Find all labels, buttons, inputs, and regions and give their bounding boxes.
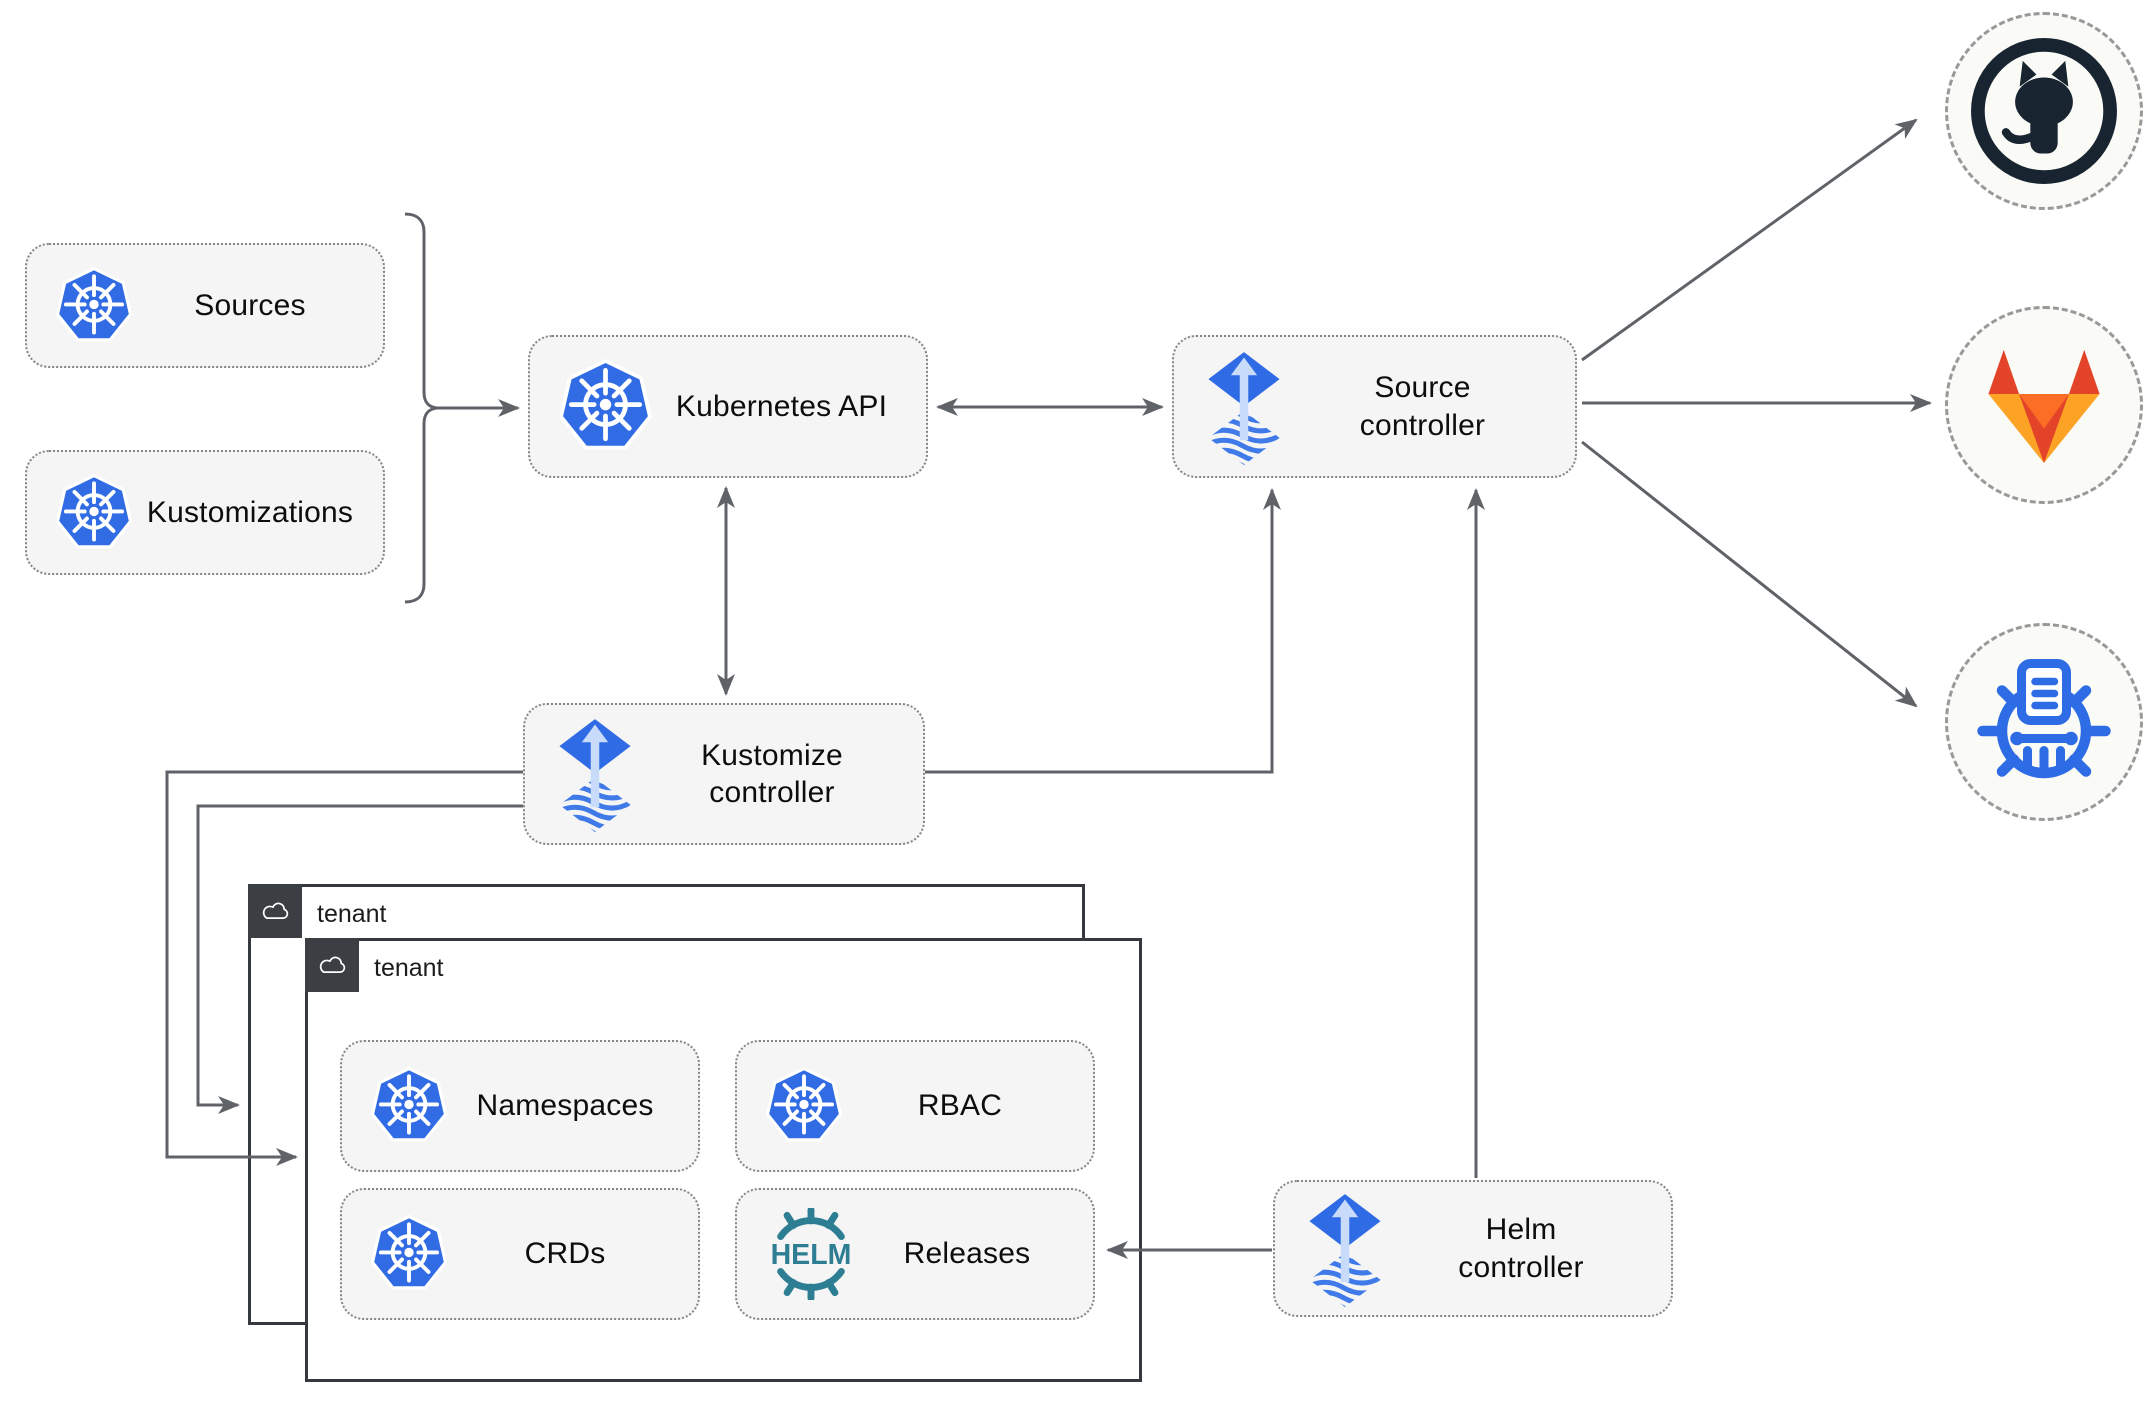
gitlab-fox-icon — [1975, 344, 2113, 467]
kubernetes-icon — [370, 1067, 448, 1145]
crds-node: CRDs — [340, 1188, 700, 1320]
cloud-icon — [258, 899, 292, 923]
kubernetes-icon — [55, 474, 133, 552]
github-remote — [1945, 12, 2143, 210]
releases-label: Releases — [903, 1237, 1031, 1271]
kustomizations-label: Kustomizations — [146, 495, 354, 529]
kubernetes-icon — [765, 1067, 843, 1145]
kustomize-controller-node: Kustomize controller — [523, 703, 925, 845]
kubernetes-icon — [370, 1215, 448, 1293]
rbac-label: RBAC — [917, 1089, 1003, 1123]
registry-remote — [1945, 623, 2143, 821]
kubernetes-api-label: Kubernetes API — [675, 389, 888, 423]
releases-node: Releases — [735, 1188, 1095, 1320]
kubernetes-api-node: Kubernetes API — [528, 335, 928, 478]
tenant-outer-header — [248, 884, 302, 938]
kustomize-controller-label: Kustomize controller — [701, 738, 843, 810]
bracket-sources-kustomizations — [404, 212, 438, 604]
arrow-source-to-registry — [1581, 440, 1918, 708]
source-controller-label: Source controller — [1359, 371, 1486, 442]
crds-label: CRDs — [524, 1237, 606, 1271]
tenant-inner-header — [305, 938, 359, 992]
namespaces-node: Namespaces — [340, 1040, 700, 1172]
helm-controller-node: Helm controller — [1273, 1180, 1673, 1317]
arrow-source-to-github — [1581, 118, 1918, 362]
helm-controller-label: Helm controller — [1458, 1213, 1584, 1284]
tenant-inner-label: tenant — [374, 954, 444, 982]
flux-icon — [1202, 349, 1286, 465]
gitlab-remote — [1945, 306, 2143, 504]
cloud-icon — [315, 953, 349, 977]
github-octocat-icon — [1968, 35, 2120, 187]
sources-label: Sources — [194, 288, 306, 322]
helm-icon — [765, 1208, 857, 1300]
kubernetes-icon — [558, 359, 653, 454]
kubernetes-icon — [55, 267, 133, 345]
sources-node: Sources — [25, 243, 385, 368]
namespaces-label: Namespaces — [476, 1089, 654, 1123]
rbac-node: RBAC — [735, 1040, 1095, 1172]
kustomizations-node: Kustomizations — [25, 450, 385, 575]
tenant-outer-label: tenant — [317, 900, 387, 928]
artifact-registry-icon — [1969, 647, 2119, 797]
flux-icon — [1303, 1191, 1387, 1307]
arrow-kustomize-to-source-controller — [925, 488, 1281, 774]
source-controller-node: Source controller — [1172, 335, 1577, 478]
flux-icon — [553, 716, 637, 832]
